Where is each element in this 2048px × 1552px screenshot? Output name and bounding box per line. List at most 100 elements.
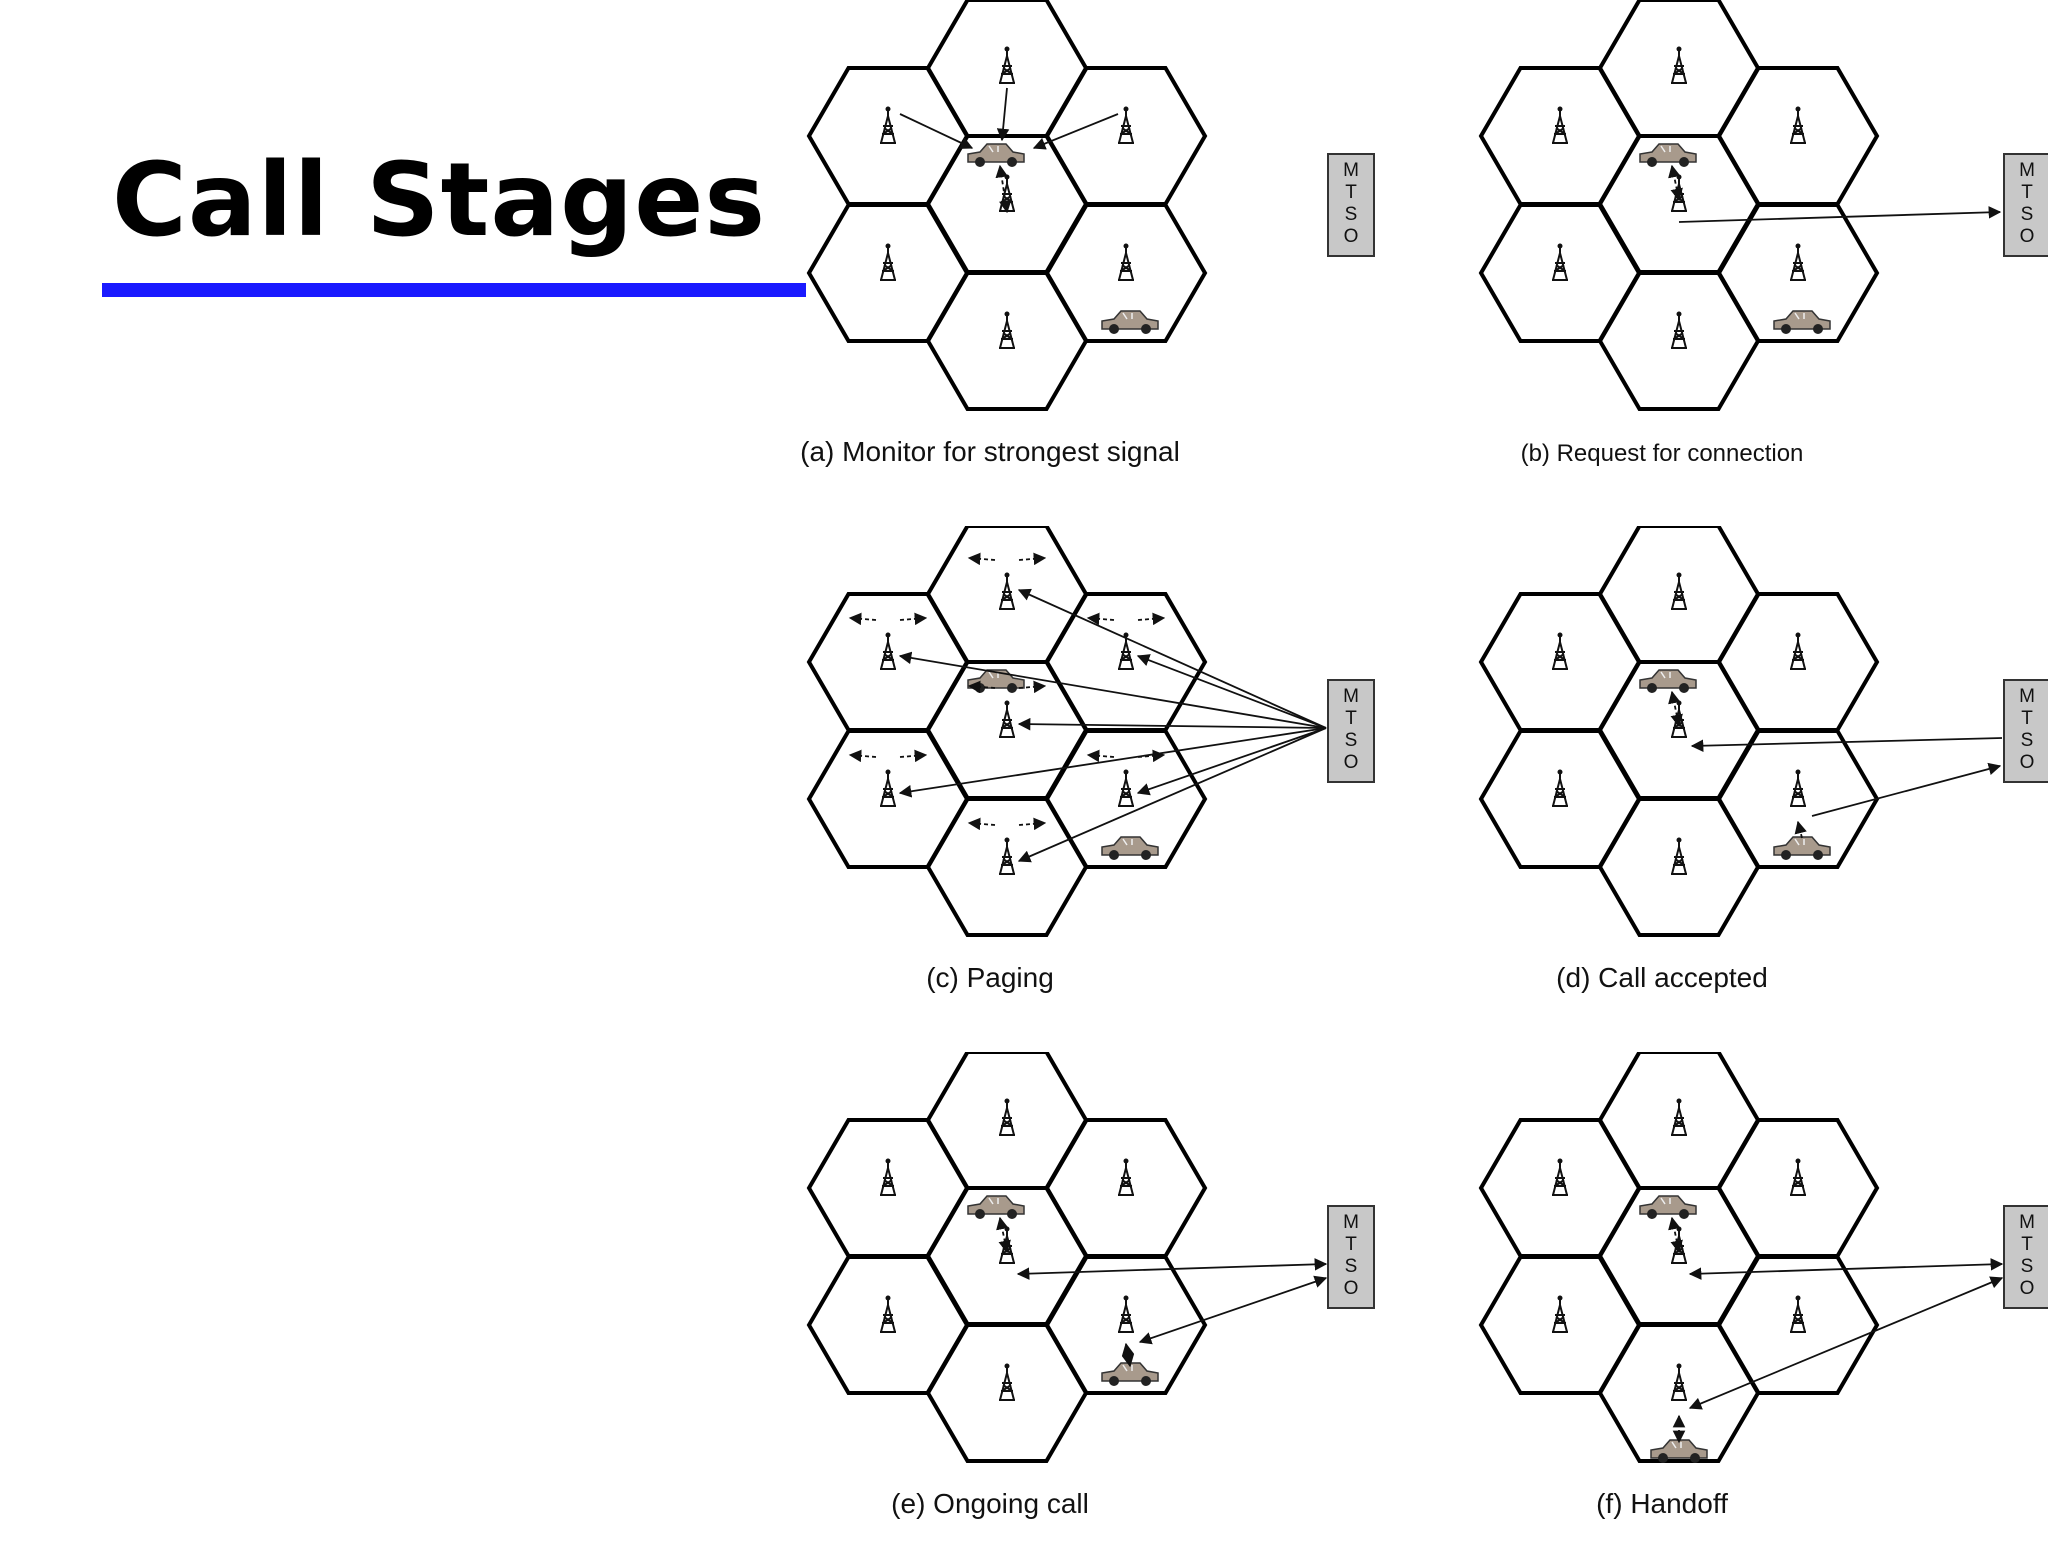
signal-arrow: [1018, 817, 1047, 831]
hex-cell: [925, 1323, 1089, 1463]
cell-tower-icon: [1790, 1158, 1806, 1196]
hex-cell: [925, 271, 1089, 411]
signal-arrow: [899, 612, 928, 626]
cell-tower-icon: [1118, 1295, 1134, 1333]
cell-tower-icon: [1552, 1295, 1568, 1333]
signal-arrow: [1138, 1275, 1328, 1345]
car-icon: [1101, 1362, 1159, 1386]
cell-tower-icon: [999, 572, 1015, 610]
cell-tower-icon: [1671, 1098, 1687, 1136]
signal-arrow: [995, 164, 1012, 214]
cell-tower-icon: [880, 632, 896, 670]
panel-caption: (c) Paging: [926, 962, 1054, 993]
mtso-letter: S: [1345, 1256, 1358, 1277]
signal-arrow: [1811, 762, 2002, 817]
car-icon: [967, 143, 1025, 167]
cell-tower-icon: [1671, 46, 1687, 84]
hex-cell: [1597, 271, 1761, 411]
mtso-letter: S: [1345, 204, 1358, 225]
cell-tower-icon: [1790, 632, 1806, 670]
panel-caption: (b) Request for connection: [1520, 440, 1804, 467]
mtso-letter: T: [1345, 708, 1357, 729]
title-underline: [102, 283, 806, 297]
car-icon: [1773, 836, 1831, 860]
cell-tower-icon: [999, 311, 1015, 349]
cell-tower-icon: [880, 106, 896, 144]
car-icon: [1773, 310, 1831, 334]
cell-tower-icon: [1790, 106, 1806, 144]
signal-arrow: [1137, 749, 1166, 763]
signal-arrow: [1017, 717, 1327, 731]
signal-arrow: [1018, 552, 1047, 566]
signal-arrow: [1032, 113, 1119, 150]
cell-tower-icon: [999, 46, 1015, 84]
cell-tower-icon: [1118, 106, 1134, 144]
hex-cell: [925, 797, 1089, 937]
signal-arrow: [848, 612, 877, 626]
signal-arrow: [996, 1216, 1011, 1254]
signal-arrow: [1086, 612, 1115, 626]
signal-arrow: [967, 680, 996, 694]
signal-arrow: [1794, 820, 1807, 839]
mtso-letter: M: [1343, 686, 1359, 707]
car-icon: [1639, 143, 1697, 167]
mtso-letter: S: [2021, 1256, 2034, 1277]
signal-arrow: [967, 552, 996, 566]
signal-arrow: [1018, 680, 1047, 694]
cell-tower-icon: [1671, 572, 1687, 610]
signal-arrow: [848, 749, 877, 763]
signal-arrow: [1017, 588, 1327, 729]
panel-caption: (a) Monitor for strongest signal: [800, 436, 1180, 467]
cell-tower-icon: [1552, 1158, 1568, 1196]
mtso-letter: O: [2020, 752, 2035, 773]
panel-caption: (e) Ongoing call: [891, 1488, 1089, 1519]
mtso-letter: M: [1343, 160, 1359, 181]
cell-tower-icon: [1552, 243, 1568, 281]
mtso-letter: O: [1344, 1278, 1359, 1299]
car-icon: [1639, 669, 1697, 693]
mtso-letter: T: [2021, 182, 2033, 203]
mtso-letter: O: [1344, 752, 1359, 773]
cell-tower-icon: [1671, 1363, 1687, 1401]
slide-title: Call Stages: [112, 141, 767, 260]
signal-arrow: [1690, 737, 2003, 753]
cell-tower-icon: [999, 837, 1015, 875]
signal-arrow: [899, 749, 928, 763]
mtso-letter: O: [2020, 226, 2035, 247]
signal-arrow: [1121, 1342, 1135, 1368]
signal-arrow: [1668, 164, 1683, 202]
mtso-letter: S: [2021, 204, 2034, 225]
cell-tower-icon: [1552, 769, 1568, 807]
cell-tower-icon: [1118, 769, 1134, 807]
cell-tower-icon: [999, 1363, 1015, 1401]
car-icon: [1101, 836, 1159, 860]
cell-tower-icon: [1118, 1158, 1134, 1196]
cell-tower-icon: [1671, 837, 1687, 875]
car-icon: [1101, 310, 1159, 334]
mtso-letter: M: [2019, 686, 2035, 707]
cell-tower-icon: [880, 1158, 896, 1196]
signal-arrow: [898, 727, 1327, 798]
signal-arrow: [899, 113, 974, 149]
mtso-letter: M: [2019, 160, 2035, 181]
signal-arrow: [1136, 727, 1327, 796]
mtso-letter: T: [1345, 182, 1357, 203]
signal-arrow: [1688, 1258, 2004, 1280]
panel-caption: (d) Call accepted: [1556, 962, 1768, 993]
signal-arrow: [1017, 727, 1327, 863]
cell-tower-icon: [999, 1098, 1015, 1136]
car-icon: [967, 1195, 1025, 1219]
